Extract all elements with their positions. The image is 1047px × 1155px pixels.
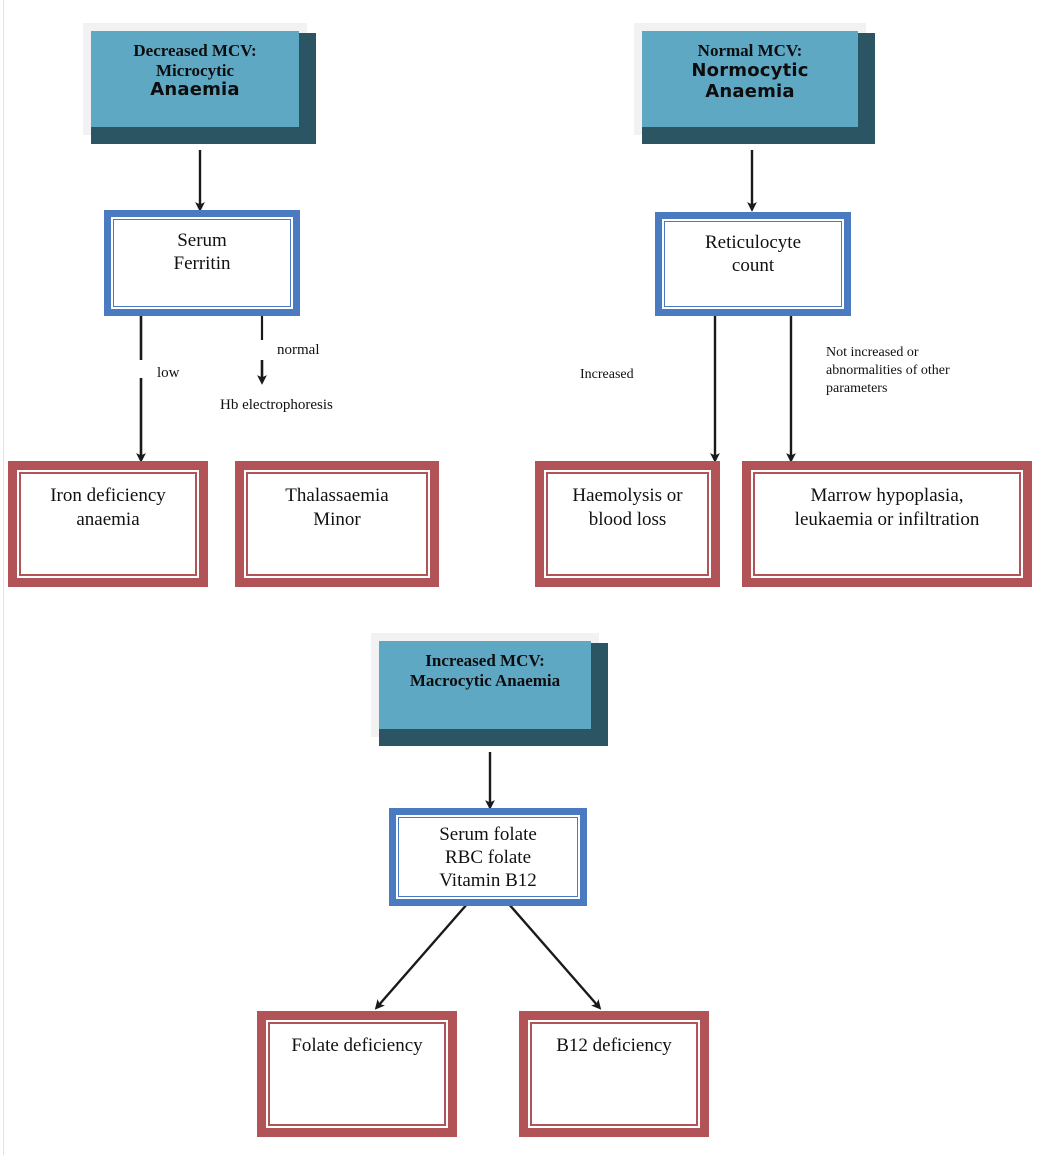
test-box-serum-ferritin-text: Serum Ferritin (111, 217, 293, 309)
marrow-line2: leukaemia or infiltration (794, 508, 980, 530)
edge-label-increased: Increased (580, 367, 634, 382)
header-microcytic-line2: Microcytic (155, 60, 235, 80)
folate-deficiency-line1: Folate deficiency (291, 1035, 423, 1056)
edge-label-low: low (157, 365, 180, 381)
haemolysis-line2: blood loss (588, 508, 667, 530)
outcome-iron-deficiency-text: Iron deficiency anaemia (17, 470, 199, 578)
reticulocyte-line1: Reticulocyte (704, 232, 802, 253)
outcome-thalassaemia-text: Thalassaemia Minor (244, 470, 430, 578)
label-hb-electrophoresis: Hb electrophoresis (220, 397, 333, 413)
outcome-haemolysis-text: Haemolysis or blood loss (544, 470, 711, 578)
b12-deficiency-line1: B12 deficiency (556, 1035, 672, 1056)
haemolysis-line1: Haemolysis or (572, 485, 683, 506)
iron-deficiency-line1: Iron deficiency (50, 485, 166, 506)
header-macrocytic-line2: Macrocytic Anaemia (409, 670, 561, 690)
header-normocytic-line3: Anaemia (705, 80, 795, 102)
thalassaemia-line1: Thalassaemia (285, 485, 389, 506)
folate-panel-line3: Vitamin B12 (439, 870, 537, 892)
header-box-macrocytic-inner: Increased MCV: Macrocytic Anaemia (379, 641, 591, 729)
outcome-box-haemolysis-or-blood-loss[interactable]: Haemolysis or blood loss (535, 461, 720, 587)
connector-panel-to-b12-deficiency (507, 902, 602, 1010)
header-normocytic-line2: Normocytic (691, 59, 809, 81)
header-box-microcytic: Decreased MCV: Microcytic Anaemia (83, 23, 316, 144)
header-normocytic-line1: Normal MCV: (697, 41, 803, 60)
outcome-b12-deficiency-text: B12 deficiency (528, 1020, 700, 1128)
header-box-microcytic-inner: Decreased MCV: Microcytic Anaemia (91, 31, 299, 127)
page-edge-rule (3, 0, 4, 1155)
reticulocyte-line2: count (731, 255, 775, 277)
folate-panel-line1: Serum folate (439, 824, 537, 845)
connector-panel-to-folate-deficiency (374, 902, 469, 1010)
header-box-normocytic: Normal MCV: Normocytic Anaemia (634, 23, 875, 144)
outcome-marrow-text: Marrow hypoplasia, leukaemia or infiltra… (751, 470, 1023, 578)
edge-label-normal: normal (277, 342, 320, 358)
iron-deficiency-line2: anaemia (76, 508, 140, 530)
header-macrocytic-line1: Increased MCV: (425, 651, 545, 670)
outcome-box-thalassaemia-minor[interactable]: Thalassaemia Minor (235, 461, 439, 587)
header-box-macrocytic: Increased MCV: Macrocytic Anaemia (371, 633, 608, 746)
header-microcytic-line3: Anaemia (150, 79, 240, 101)
edge-label-not-increased: Not increased or abnormalities of other … (826, 345, 950, 397)
marrow-line1: Marrow hypoplasia, (810, 485, 964, 506)
outcome-box-iron-deficiency-anaemia[interactable]: Iron deficiency anaemia (8, 461, 208, 587)
folate-panel-line2: RBC folate (444, 847, 532, 869)
test-box-reticulocyte-text: Reticulocyte count (662, 219, 844, 309)
thalassaemia-line2: Minor (313, 508, 361, 530)
serum-ferritin-line2: Ferritin (173, 253, 231, 275)
header-box-normocytic-inner: Normal MCV: Normocytic Anaemia (642, 31, 858, 127)
outcome-folate-deficiency-text: Folate deficiency (266, 1020, 448, 1128)
outcome-box-folate-deficiency[interactable]: Folate deficiency (257, 1011, 457, 1137)
outcome-box-marrow-hypoplasia[interactable]: Marrow hypoplasia, leukaemia or infiltra… (742, 461, 1032, 587)
header-microcytic-line1: Decreased MCV: (133, 41, 257, 60)
test-box-reticulocyte-count[interactable]: Reticulocyte count (655, 212, 851, 316)
test-box-serum-ferritin[interactable]: Serum Ferritin (104, 210, 300, 316)
test-box-folate-b12-panel[interactable]: Serum folate RBC folate Vitamin B12 (389, 808, 587, 906)
serum-ferritin-line1: Serum (177, 230, 227, 251)
test-box-folate-b12-text: Serum folate RBC folate Vitamin B12 (396, 815, 580, 899)
outcome-box-b12-deficiency[interactable]: B12 deficiency (519, 1011, 709, 1137)
